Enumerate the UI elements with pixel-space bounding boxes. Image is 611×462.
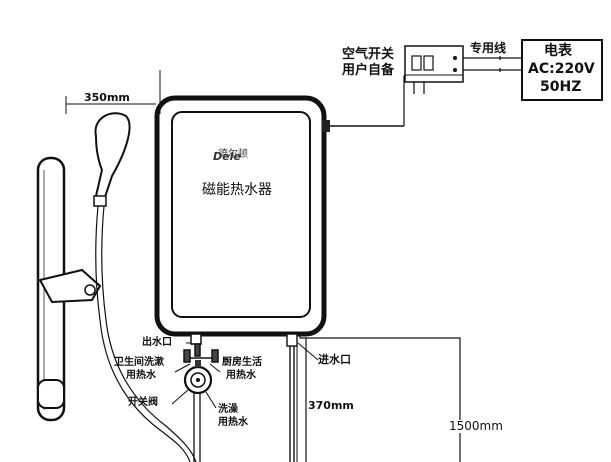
bath-use-label-2: 用热水 (218, 417, 248, 428)
breaker-label-1: 空气开关 (342, 47, 395, 62)
air-breaker (404, 45, 464, 83)
wall-lines (299, 334, 461, 462)
shower-slide-bar (36, 156, 102, 422)
dimension-350mm (65, 70, 161, 114)
inlet-label: 进水口 (318, 353, 351, 366)
brand-name: 德尔顿 (218, 149, 248, 160)
outlet-pipe (183, 333, 219, 363)
bath-use-label-1: 洗澡 (218, 404, 238, 415)
bathroom-use-label-2: 用热水 (126, 370, 156, 381)
meter-title: 电表 (544, 43, 572, 59)
dimension-350mm-label: 350mm (84, 91, 130, 104)
meter-voltage: AC:220V (528, 61, 595, 77)
shower-hose (95, 205, 197, 462)
electric-meter (521, 39, 603, 101)
shower-head (93, 112, 131, 207)
outlet-label: 出水口 (142, 337, 172, 348)
inlet-pipe (286, 333, 298, 462)
kitchen-use-label-2: 用热水 (226, 370, 256, 381)
water-heater (154, 95, 404, 337)
brand-logo: Dele (213, 150, 241, 163)
dimension-1500mm-label: 1500mm (448, 419, 504, 433)
dedicated-line-label: 专用线 (470, 41, 507, 55)
kitchen-use-label-1: 厨房生活 (222, 357, 262, 368)
meter-frequency: 50HZ (540, 79, 582, 95)
heater-name: 磁能热水器 (202, 182, 272, 198)
dimension-370mm-label: 370mm (308, 399, 354, 412)
switch-valve (183, 360, 213, 462)
svg-text:Dele: Dele (213, 150, 241, 163)
bathroom-use-label-1: 卫生间洗漱 (114, 357, 164, 368)
dedicated-lines (463, 56, 522, 72)
breaker-label-2: 用户自备 (342, 63, 395, 78)
valve-label: 开关阀 (128, 397, 158, 408)
leader-lines (171, 342, 319, 409)
